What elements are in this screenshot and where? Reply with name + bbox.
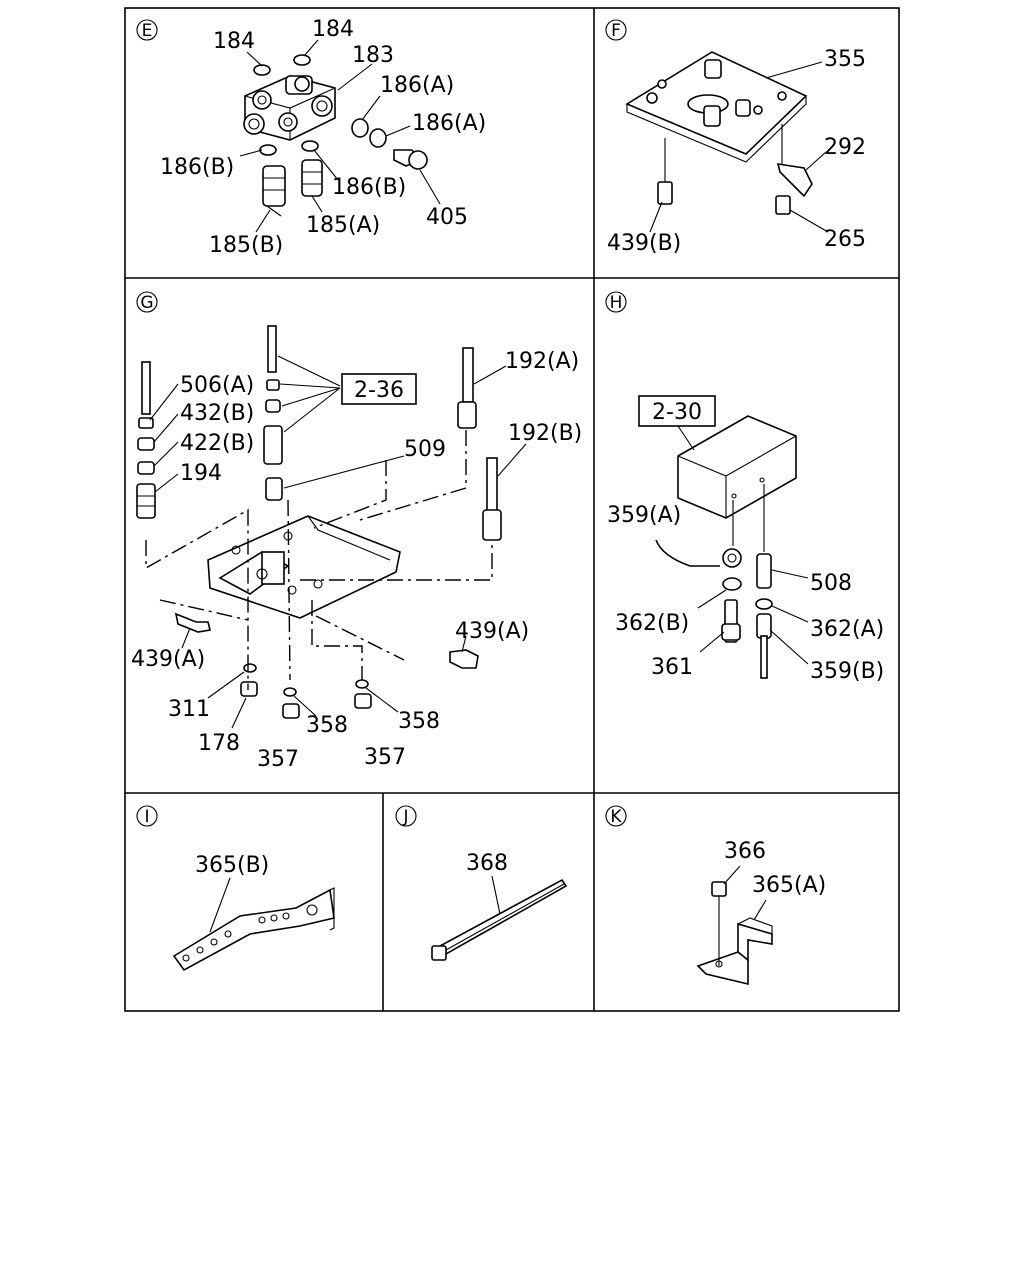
panel-k: K 366 365(A) xyxy=(605,805,826,986)
label-365b: 365(B) xyxy=(195,853,269,878)
label-361: 361 xyxy=(651,655,693,680)
label-365a: 365(A) xyxy=(752,873,826,898)
bracket-plate-drawing xyxy=(625,51,813,215)
panel-letter-i: I xyxy=(136,805,158,827)
label-439a-left: 439(A) xyxy=(131,647,205,672)
ref-box-2-30: 2-30 xyxy=(638,395,716,427)
label-366: 366 xyxy=(724,839,766,864)
label-362a: 362(A) xyxy=(810,617,884,642)
panel-g: G 2-36 xyxy=(131,291,582,772)
label-185b: 185(B) xyxy=(209,233,283,258)
leader-lines-g xyxy=(149,355,527,729)
panel-f: F 355 292 439(B) xyxy=(605,19,866,256)
panel-letter-h: H xyxy=(605,291,627,313)
label-422b: 422(B) xyxy=(180,431,254,456)
label-405: 405 xyxy=(426,205,468,230)
labels-e: 184 184 183 186(A) 186(A) 186(B) 186(B) … xyxy=(160,17,486,258)
panel-letter-k-text: K xyxy=(610,807,622,827)
panel-j: J 368 xyxy=(395,805,568,961)
label-509: 509 xyxy=(404,437,446,462)
centerlines-g xyxy=(145,430,493,690)
label-183: 183 xyxy=(352,43,394,68)
labels-g: 506(A) 432(B) 422(B) 194 509 192(A) 192(… xyxy=(131,349,582,772)
label-362b: 362(B) xyxy=(615,611,689,636)
label-184-b: 184 xyxy=(312,17,354,42)
leader-lines-h xyxy=(677,425,809,665)
valve-body-drawing xyxy=(243,54,428,217)
label-368: 368 xyxy=(466,851,508,876)
panel-letter-f-text: F xyxy=(611,21,621,41)
label-439b: 439(B) xyxy=(607,231,681,256)
panel-letter-e: E xyxy=(136,19,158,41)
panel-letter-f: F xyxy=(605,19,627,41)
leader-line-365b xyxy=(209,877,231,933)
ref-box-2-36-text: 2-36 xyxy=(354,378,404,403)
panel-letter-e-text: E xyxy=(142,21,153,41)
label-184-a: 184 xyxy=(213,29,255,54)
label-357-left: 357 xyxy=(257,747,299,772)
leader-lines-e xyxy=(239,39,441,233)
label-178: 178 xyxy=(198,731,240,756)
label-432b: 432(B) xyxy=(180,401,254,426)
label-292: 292 xyxy=(824,135,866,160)
panel-letter-k: K xyxy=(605,805,627,827)
angle-bracket-drawing xyxy=(696,881,773,986)
leader-lines-k xyxy=(723,865,767,921)
leader-line-368 xyxy=(491,875,501,915)
label-186a-upper: 186(A) xyxy=(380,73,454,98)
panel-letter-g-text: G xyxy=(140,293,153,313)
panel-letter-i-text: I xyxy=(144,807,149,827)
labels-h: 359(A) 508 362(B) 362(A) 361 359(B) xyxy=(607,503,884,684)
label-439a-right: 439(A) xyxy=(455,619,529,644)
panel-letter-g: G xyxy=(136,291,158,313)
label-359a: 359(A) xyxy=(607,503,681,528)
panel-frames xyxy=(124,7,900,1012)
label-185a: 185(A) xyxy=(306,213,380,238)
strap-bracket-drawing xyxy=(172,887,335,972)
panel-letter-j: J xyxy=(395,805,417,827)
cable-tie-drawing xyxy=(431,878,568,961)
label-194: 194 xyxy=(180,461,222,486)
label-358-right: 358 xyxy=(398,709,440,734)
panel-i: I 365(B) xyxy=(136,805,335,972)
label-186a-lower: 186(A) xyxy=(412,111,486,136)
label-186b-left: 186(B) xyxy=(160,155,234,180)
label-192a: 192(A) xyxy=(505,349,579,374)
ref-box-2-36: 2-36 xyxy=(341,373,417,405)
panel-h: H 2-30 xyxy=(605,291,884,684)
label-357-right: 357 xyxy=(364,745,406,770)
leader-lines-f xyxy=(649,61,829,233)
valve-block-drawing xyxy=(655,415,797,679)
labels-f: 355 292 439(B) 265 xyxy=(607,47,866,256)
label-359b: 359(B) xyxy=(810,659,884,684)
label-506a: 506(A) xyxy=(180,373,254,398)
panel-letter-h-text: H xyxy=(610,293,623,313)
label-355: 355 xyxy=(824,47,866,72)
panel-e: E xyxy=(136,17,486,258)
label-186b-right: 186(B) xyxy=(332,175,406,200)
ref-box-2-30-text: 2-30 xyxy=(652,400,702,425)
panel-letter-j-text: J xyxy=(402,807,408,827)
label-358-left: 358 xyxy=(306,713,348,738)
label-192b: 192(B) xyxy=(508,421,582,446)
bracket-assembly-drawing xyxy=(136,325,502,719)
label-508: 508 xyxy=(810,571,852,596)
label-265: 265 xyxy=(824,227,866,252)
label-311: 311 xyxy=(168,697,210,722)
